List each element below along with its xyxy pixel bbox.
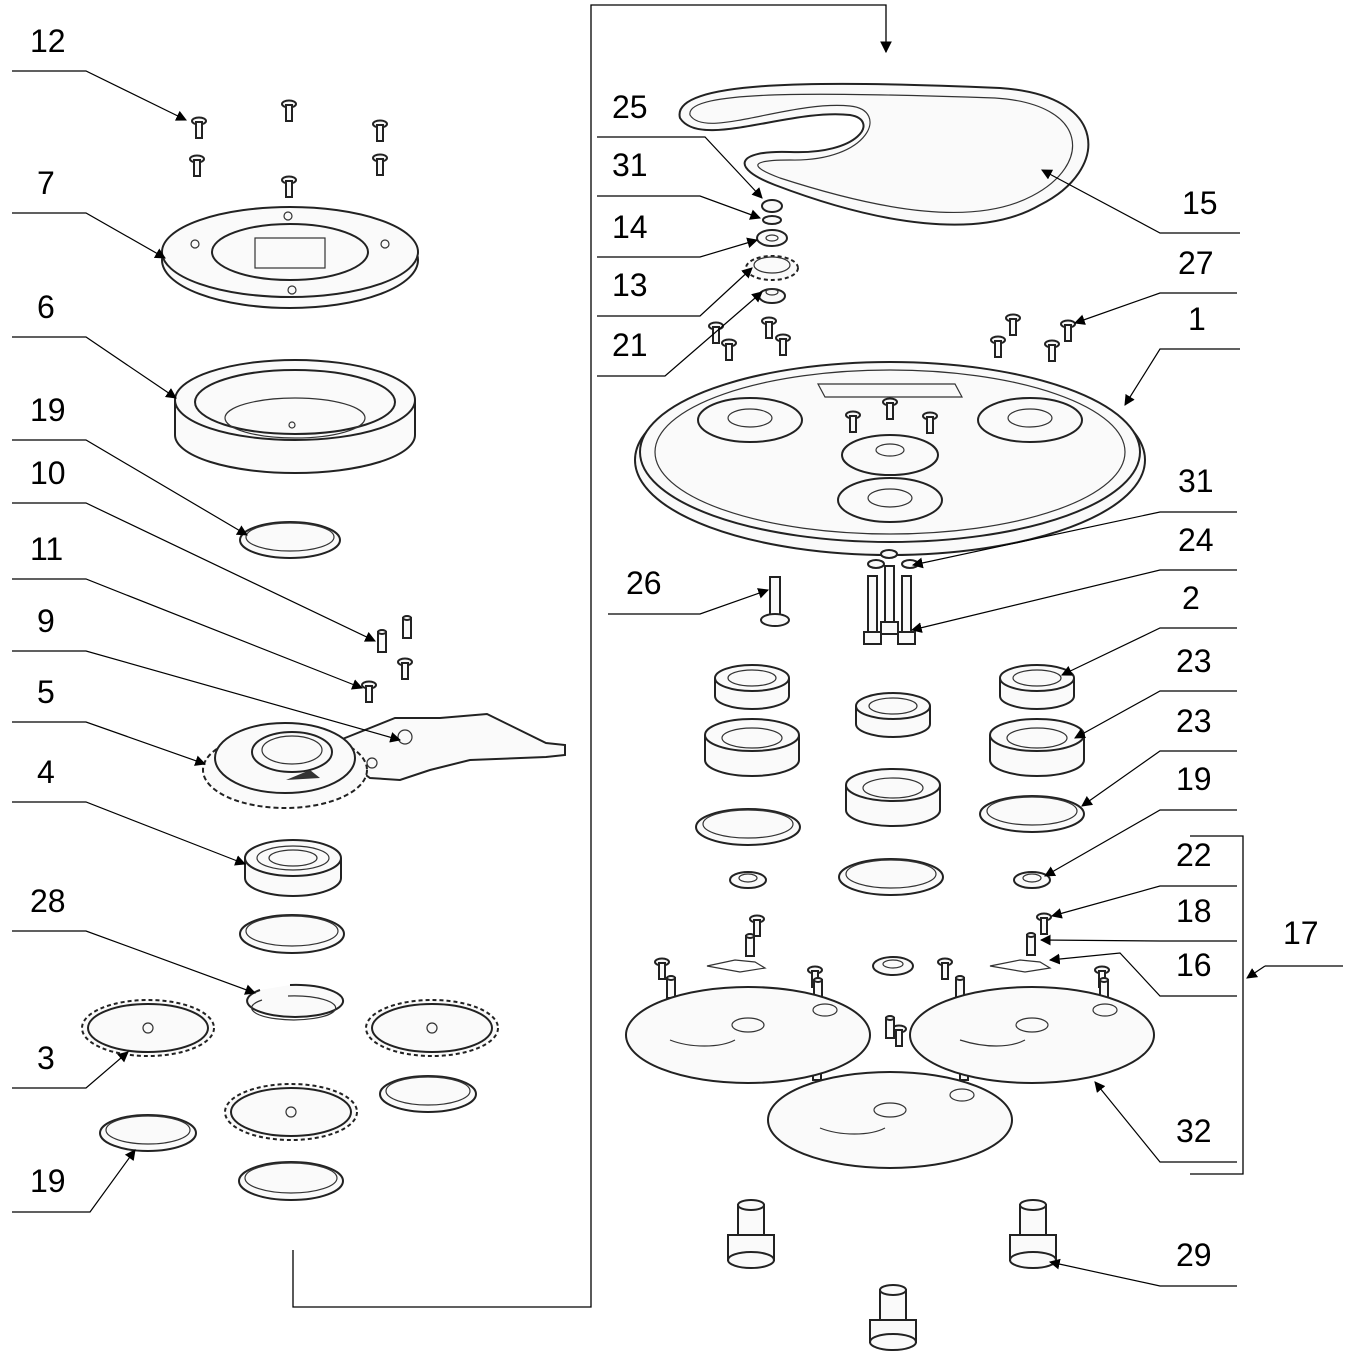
ring-19-top xyxy=(239,521,341,559)
sprocket-13 xyxy=(745,255,799,281)
callout-17: 17 xyxy=(1283,915,1319,951)
callout-5: 5 xyxy=(37,674,55,710)
column-connector-frame xyxy=(292,4,892,1308)
sprocket-3b xyxy=(365,999,499,1057)
sprocket-3c xyxy=(224,1083,358,1141)
callout-32: 32 xyxy=(1176,1113,1212,1149)
callout-31-mid: 31 xyxy=(1178,463,1214,499)
callout-2: 2 xyxy=(1182,580,1200,616)
callout-3: 3 xyxy=(37,1040,55,1076)
spacer-21 xyxy=(758,288,786,304)
callout-7: 7 xyxy=(37,165,55,201)
sprocket-hub-5 xyxy=(202,722,368,809)
small-spacers xyxy=(729,871,1051,976)
clips-17 xyxy=(706,959,1052,973)
callout-26: 26 xyxy=(626,565,662,601)
callout-21: 21 xyxy=(612,327,648,363)
callout-13: 13 xyxy=(612,267,648,303)
flange-plate-7 xyxy=(161,206,419,309)
bearings-23 xyxy=(714,664,1075,738)
circlip-28 xyxy=(246,983,345,1021)
bearing-4 xyxy=(244,839,342,897)
callout-15: 15 xyxy=(1182,185,1218,221)
rings-19-bottom xyxy=(99,1075,477,1201)
leader-lines xyxy=(12,70,1240,1287)
callout-19-lower: 19 xyxy=(30,1163,66,1199)
plates-29 xyxy=(625,986,1155,1169)
callout-numbers: 12 7 6 19 10 11 9 5 4 28 3 19 25 31 14 1… xyxy=(30,23,1319,1273)
callout-19-upper: 19 xyxy=(30,392,66,428)
callout-27: 27 xyxy=(1178,245,1214,281)
pins-10 xyxy=(377,615,412,653)
group-32-bracket xyxy=(1190,835,1343,1175)
callout-1: 1 xyxy=(1188,301,1206,337)
callout-19-right: 19 xyxy=(1176,761,1212,797)
callout-12: 12 xyxy=(30,23,66,59)
bearing-14 xyxy=(756,229,788,247)
cutting-blade-9 xyxy=(338,712,566,782)
washer-31-top xyxy=(762,215,782,225)
callout-9: 9 xyxy=(37,603,55,639)
callout-31-top: 31 xyxy=(612,147,648,183)
callout-23-upper: 23 xyxy=(1176,643,1212,679)
callout-18: 18 xyxy=(1176,893,1212,929)
callout-11: 11 xyxy=(30,531,63,567)
callout-28: 28 xyxy=(30,883,66,919)
bolts-2 xyxy=(863,565,916,645)
screws-11 xyxy=(361,657,413,703)
housing-ring-6 xyxy=(174,359,416,474)
drive-belt-15 xyxy=(678,82,1090,226)
callout-14: 14 xyxy=(612,209,648,245)
callout-23-lower: 23 xyxy=(1176,703,1212,739)
callout-16: 16 xyxy=(1176,947,1212,983)
sprocket-3a xyxy=(81,999,215,1057)
nut-25 xyxy=(761,199,783,213)
callout-4: 4 xyxy=(37,754,55,790)
callout-29: 29 xyxy=(1176,1237,1212,1273)
feet-20 xyxy=(727,1199,1057,1351)
screw-12-group xyxy=(189,99,388,198)
spacer-ring-left xyxy=(239,914,345,954)
shoulder-bolt-26 xyxy=(760,576,790,627)
callout-22: 22 xyxy=(1176,837,1212,873)
callout-25: 25 xyxy=(612,89,648,125)
screws-27 xyxy=(708,313,1076,362)
callout-24: 24 xyxy=(1178,522,1214,558)
rings-22 xyxy=(695,795,1085,896)
main-plate-1 xyxy=(634,361,1146,556)
callout-10: 10 xyxy=(30,455,66,491)
callout-6: 6 xyxy=(37,289,55,325)
